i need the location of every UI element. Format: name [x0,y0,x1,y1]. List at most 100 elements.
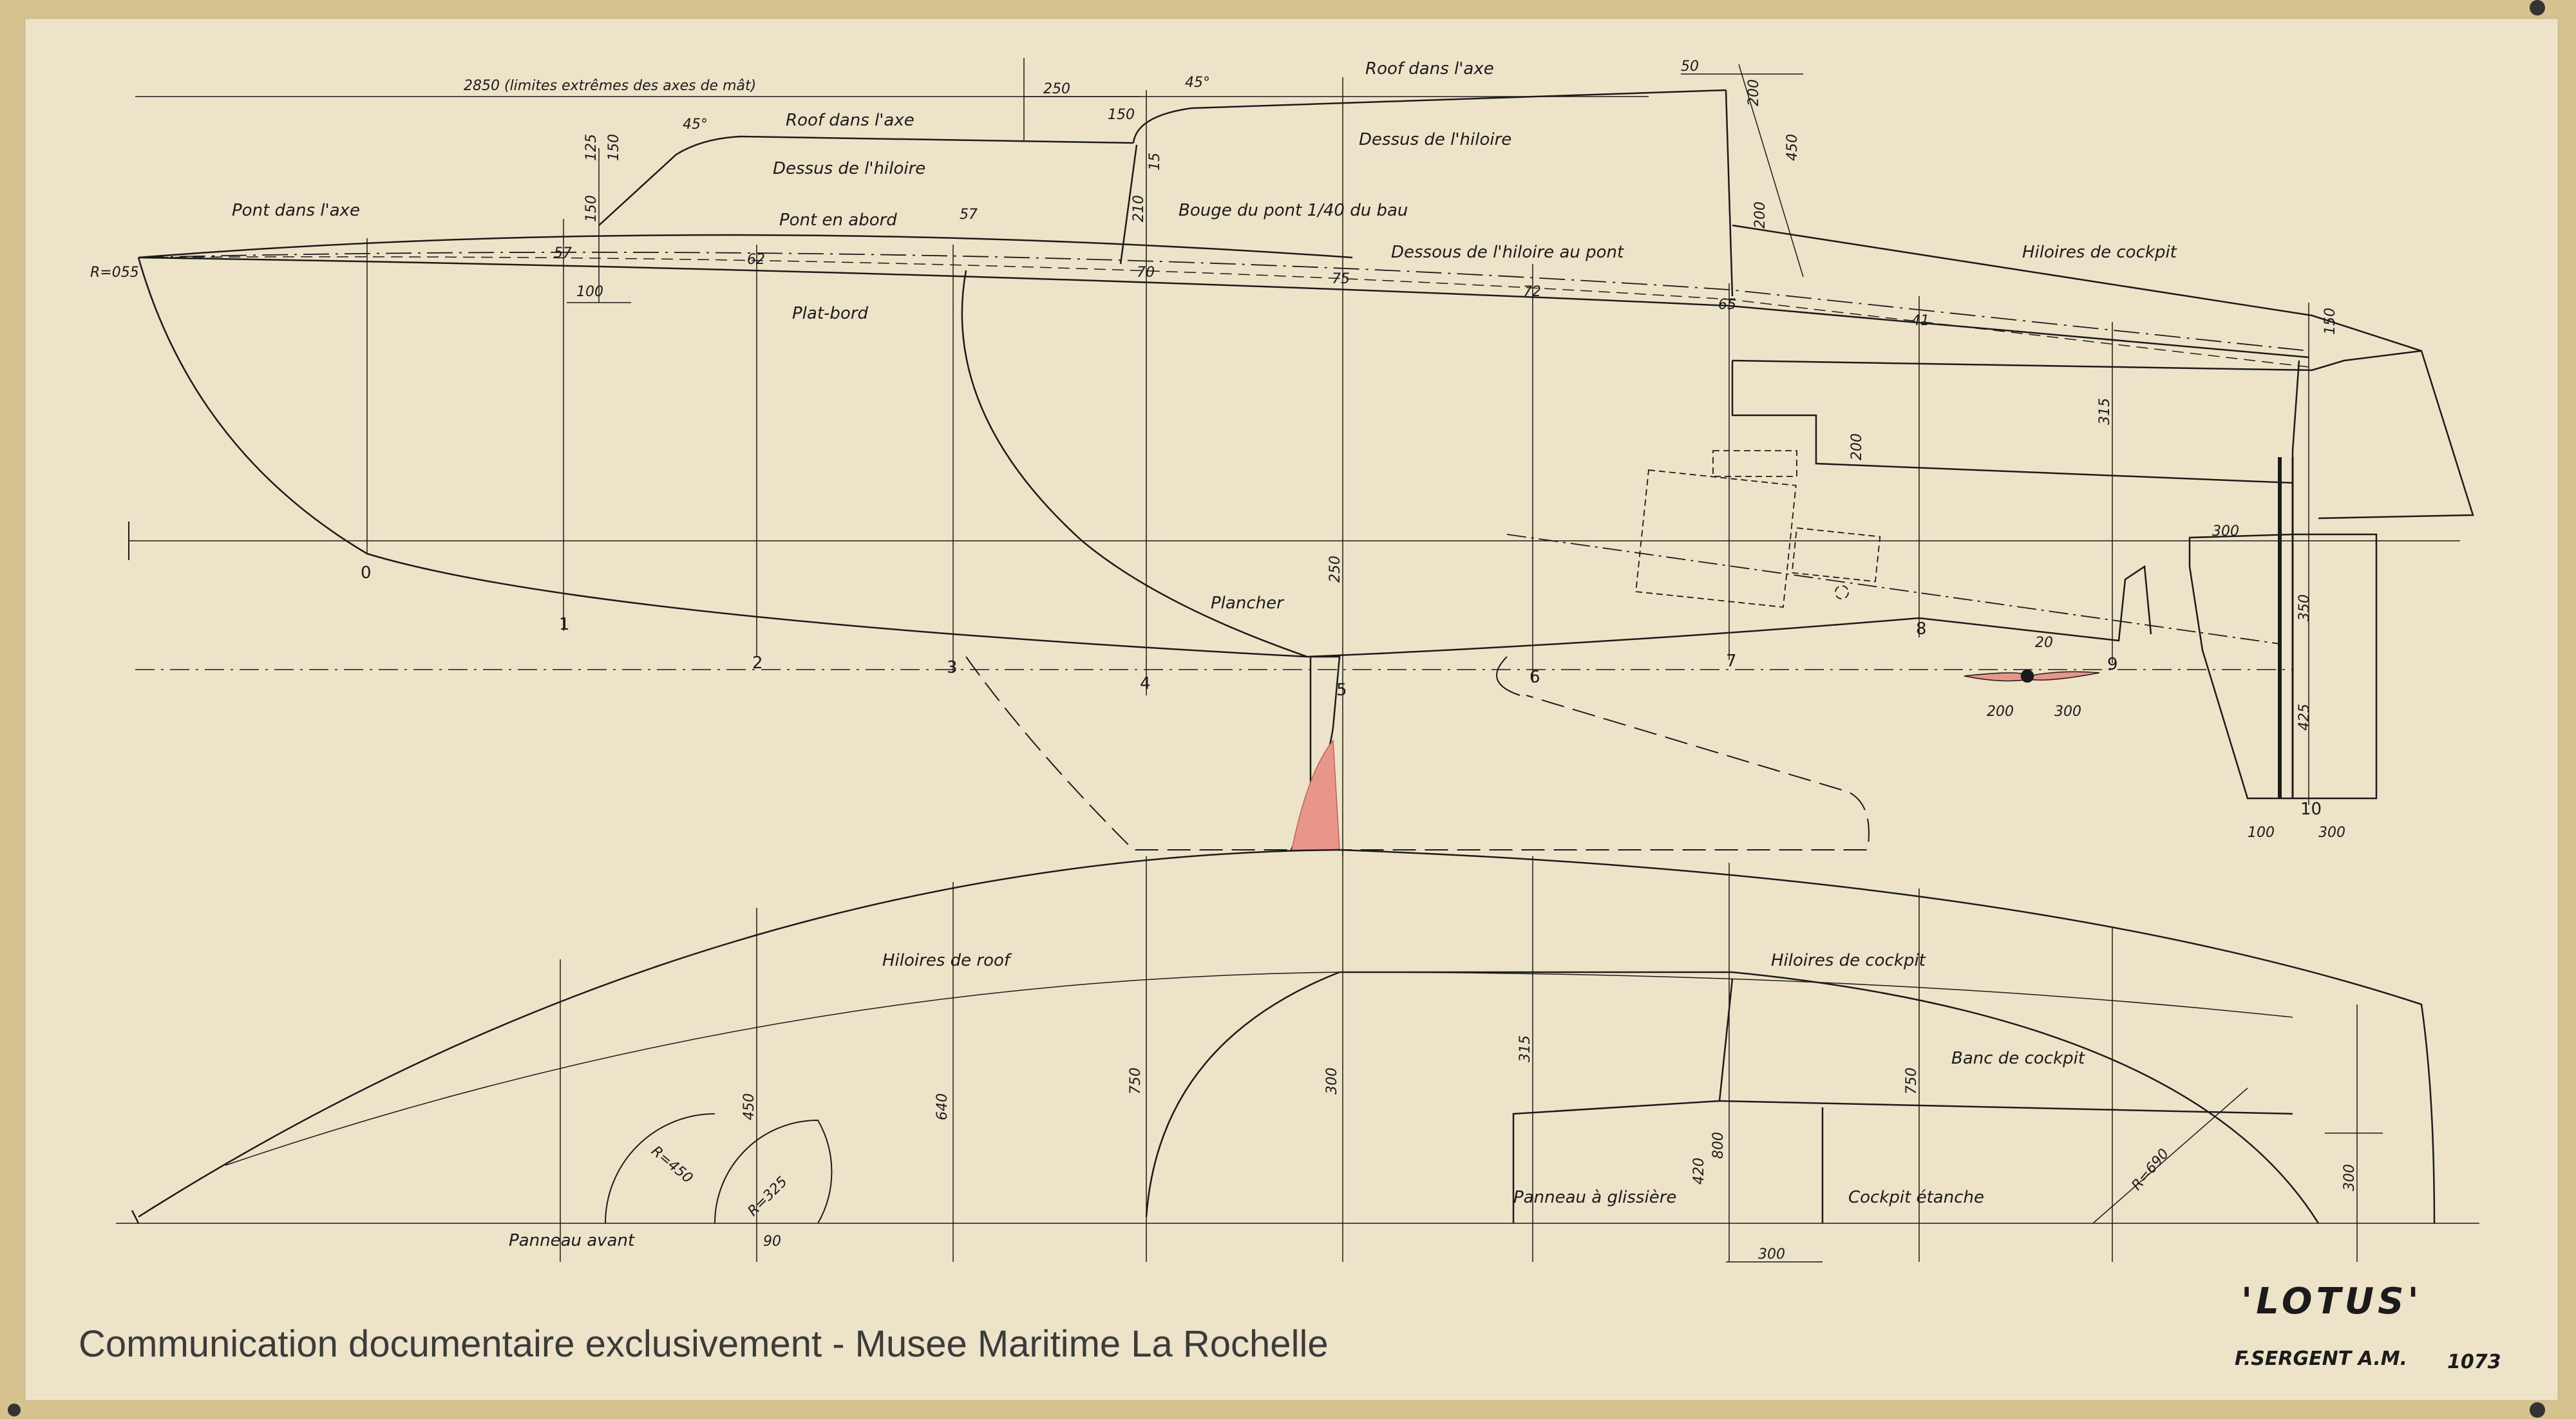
stem-plan [131,1210,140,1224]
cockpit-floor-top [1732,350,2422,371]
drawing-signature: F.SERGENT A.M. [2235,1348,2407,1370]
dim-50: 50 [1681,59,1699,75]
cockpit-bench-line [1719,1100,2293,1115]
st-75: 75 [1332,271,1350,287]
hull-bottom-profile [137,257,2152,658]
label-roof-axis-right: Roof dans l'axe [1365,59,1494,79]
dim-210: 210 [1131,195,1147,222]
station-8: 8 [1916,619,1927,639]
label-hiloire-top-right: Dessus de l'hiloire [1359,130,1511,149]
st-62: 62 [747,252,765,268]
roof-front-wall [1119,144,1138,265]
dim-100: 100 [576,284,603,300]
plan-dim-450: 450 [741,1093,757,1120]
station-7: 7 [1726,652,1737,671]
keel-section-fill [1291,739,1340,850]
pin-bottom-right [2530,1402,2545,1418]
deck-axis-line [138,234,1353,259]
dim-300-c: 300 [2318,825,2345,841]
plan-dim-420: 420 [1691,1158,1707,1185]
station-3: 3 [947,658,958,677]
roof-profile [598,135,1134,226]
label-hiloire-top-left: Dessus de l'hiloire [773,159,925,178]
dim-300-b: 300 [2054,704,2081,720]
st-41: 41 [1911,313,1929,329]
drawing-title: 'LOTUS' [2241,1281,2423,1322]
plan-dim-750-a: 750 [1128,1067,1144,1095]
keel-aft-curve [1496,656,1520,696]
roof-top-profile [1132,89,1727,144]
dim-450: 450 [1785,134,1801,161]
dim-20: 20 [2035,635,2053,651]
plan-dim-640: 640 [934,1093,951,1120]
plan-dim-300: 300 [1324,1067,1340,1095]
label-watertight-cockpit: Cockpit étanche [1848,1188,1984,1207]
st-57: 57 [554,245,572,261]
dim-200-a: 200 [1746,79,1762,106]
angle-45-a: 45° [683,117,708,133]
label-sliding-panel: Panneau à glissière [1513,1188,1676,1207]
label-hiloire-under: Dessous de l'hiloire au pont [1391,243,1624,262]
st-65: 65 [1718,297,1736,313]
plan-dim-300-c: 300 [2342,1164,2358,1191]
dim-300-a: 300 [2212,523,2239,540]
label-floor: Plancher [1211,594,1285,613]
dim-r055: R=055 [90,265,139,281]
station-1: 1 [559,615,570,634]
hiloire-under-line [138,256,2309,368]
plan-dim-750-b: 750 [1904,1067,1920,1095]
museum-watermark: Communication documentaire exclusivement… [79,1323,1329,1365]
deck-outline-plan [138,849,2436,1224]
label-deck-edge: Pont en abord [779,211,897,230]
st-70: 70 [1137,265,1155,281]
label-deck-camber: Bouge du pont 1/40 du bau [1179,201,1408,220]
dim-57: 57 [960,207,978,223]
keel-projection [965,656,1870,850]
dim-150-a: 150 [583,195,600,222]
dim-200-c: 200 [1849,433,1865,460]
st-72: 72 [1523,284,1541,300]
paper [23,17,2560,1402]
dim-250: 250 [1043,81,1070,97]
station-6: 6 [1530,668,1540,687]
station-9: 9 [2107,655,2118,674]
dim-200-b: 200 [1752,202,1768,229]
gunwale-line [138,256,2309,359]
rudder-blade [2188,533,2378,800]
station-lines [366,77,2309,856]
plan-view [116,849,2479,1263]
cockpit-forward-wall [1725,89,1734,297]
dim-315: 315 [2097,398,2113,425]
profile-view [128,58,2474,856]
front-panel-arc-outer [605,1113,715,1224]
pin-top-right [2530,0,2545,15]
front-panel-arc [714,1119,833,1224]
station-0: 0 [361,563,372,583]
station-5: 5 [1336,681,1347,700]
dim-350: 350 [2297,594,2313,621]
dim-15: 15 [1147,153,1163,171]
drawing-reference: 1073 [2447,1351,2501,1373]
label-cockpit-bench: Banc de cockpit [1951,1049,2085,1068]
pin-bottom-left [8,1404,21,1416]
dim-125: 125 [583,134,600,161]
label-roof-axis-left: Roof dans l'axe [786,111,914,130]
dim-100-b: 100 [2248,825,2275,841]
dim-250-b: 250 [1327,556,1343,583]
dim-150-b: 150 [606,134,622,161]
station-2: 2 [752,653,763,673]
plan-dim-300-b: 300 [1758,1246,1785,1263]
propeller-hub [2020,669,2034,683]
plan-dim-315: 315 [1517,1035,1533,1062]
label-deck-axis: Pont dans l'axe [232,201,360,220]
label-mast-limits: 2850 (limites extrêmes des axes de mât) [464,78,756,94]
roof-coaming-plan-line [225,972,2293,1166]
label-front-panel: Panneau avant [509,1231,635,1250]
dim-150-c: 150 [1108,107,1135,123]
station-4: 4 [1140,674,1151,693]
cockpit-coaming-plan-line [1145,971,2320,1224]
label-gunwale: Plat-bord [792,304,869,323]
station-10: 10 [2300,800,2322,819]
